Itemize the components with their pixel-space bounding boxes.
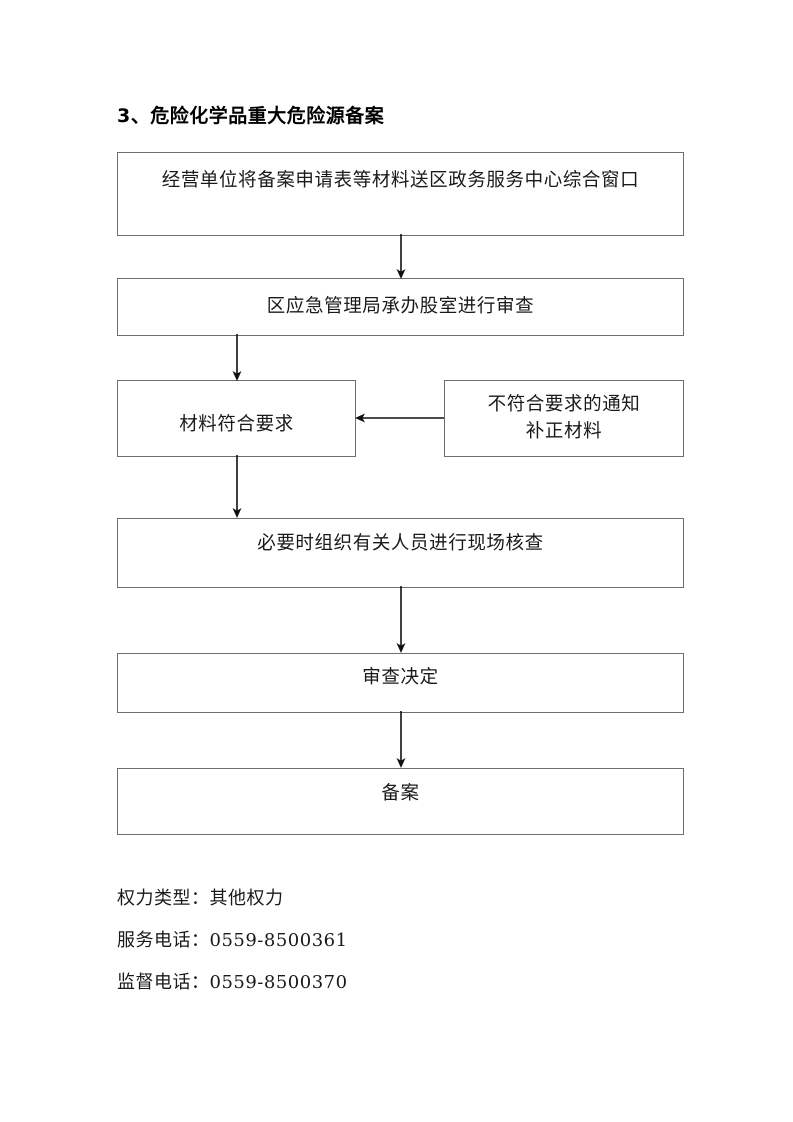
connector-review-to-compliant — [222, 334, 252, 384]
flow-node-notify: 不符合要求的通知 补正材料 — [444, 380, 684, 457]
flow-node-decision-label: 审查决定 — [362, 667, 439, 688]
connector-notify-to-compliant — [352, 406, 448, 430]
connector-compliant-to-onsite — [222, 455, 252, 521]
flow-node-filing-label: 备案 — [381, 783, 420, 804]
footer-power-type: 权力类型：其他权力 — [117, 888, 284, 909]
flow-node-onsite-label: 必要时组织有关人员进行现场核查 — [257, 533, 544, 554]
connector-intake-to-review — [386, 234, 416, 282]
flow-node-compliant: 材料符合要求 — [117, 380, 356, 457]
flow-node-decision: 审查决定 — [117, 653, 684, 713]
footer-supervision-phone: 监督电话：0559-8500370 — [117, 972, 348, 993]
connector-onsite-to-decision — [386, 586, 416, 656]
footer-service-phone: 服务电话：0559-8500361 — [117, 930, 348, 951]
flow-node-review-label: 区应急管理局承办股室进行审查 — [266, 296, 535, 318]
flow-node-review: 区应急管理局承办股室进行审查 — [117, 278, 684, 336]
flow-node-notify-label: 不符合要求的通知 补正材料 — [487, 393, 641, 442]
flow-node-filing: 备案 — [117, 768, 684, 835]
flow-node-compliant-label: 材料符合要求 — [179, 413, 294, 435]
connector-decision-to-filing — [386, 711, 416, 771]
flow-node-intake-label: 经营单位将备案申请表等材料送区政务服务中心综合窗口 — [161, 170, 640, 191]
flow-node-onsite: 必要时组织有关人员进行现场核查 — [117, 518, 684, 588]
footer-info: 权力类型：其他权力 服务电话：0559-8500361 监督电话：0559-85… — [117, 890, 637, 1016]
flow-node-intake: 经营单位将备案申请表等材料送区政务服务中心综合窗口 — [117, 152, 684, 236]
page-title: 3、危险化学品重大危险源备案 — [117, 105, 385, 127]
